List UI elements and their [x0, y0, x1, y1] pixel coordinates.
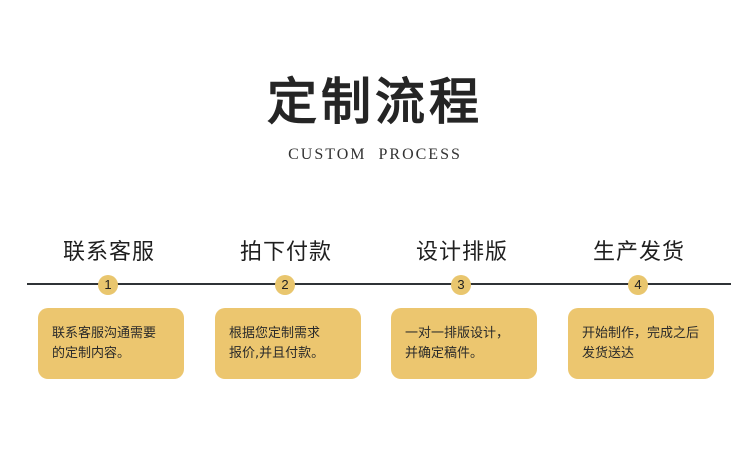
step-description-card: 联系客服沟通需要 的定制内容。: [38, 308, 184, 379]
page-subtitle: CUSTOM PROCESS: [288, 146, 462, 163]
step-number-badge: 1: [98, 275, 118, 295]
page-title: 定制流程: [267, 72, 483, 131]
step-title: 拍下付款: [239, 240, 332, 265]
step-title: 生产发货: [592, 240, 685, 265]
step-description-line: 的定制内容。: [52, 346, 131, 361]
step-description-line: 发货送达: [582, 346, 635, 361]
step-description-line: 开始制作，完成之后: [582, 326, 700, 341]
timeline-line: [27, 283, 731, 285]
step-description-line: 一对一排版设计，: [405, 326, 510, 341]
step-title: 设计排版: [415, 240, 508, 265]
step-description-line: 并确定稿件。: [405, 346, 484, 361]
step-description-line: 根据您定制需求: [229, 326, 321, 341]
step-number-badge: 2: [275, 275, 295, 295]
step-description-line: 报价,并且付款。: [229, 346, 325, 361]
step-description-line: 联系客服沟通需要: [52, 326, 157, 341]
step-number-badge: 4: [628, 275, 648, 295]
step-description-card: 一对一排版设计， 并确定稿件。: [391, 308, 537, 379]
step-description-card: 根据您定制需求 报价,并且付款。: [215, 308, 361, 379]
step-number-badge: 3: [451, 275, 471, 295]
step-title: 联系客服: [62, 240, 155, 265]
step-description-card: 开始制作，完成之后 发货送达: [568, 308, 714, 379]
